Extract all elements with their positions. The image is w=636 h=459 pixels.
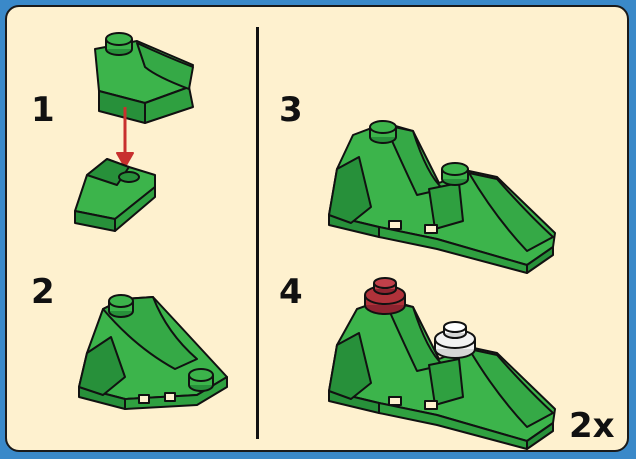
step-number-1: 1 <box>31 93 55 127</box>
step1-wedge-plate <box>75 159 155 231</box>
red-round-plate <box>365 278 405 314</box>
white-round-plate <box>435 322 475 358</box>
step-number-3: 3 <box>279 93 303 127</box>
step4-assembly <box>329 299 555 449</box>
step1-slope-brick <box>95 33 193 123</box>
step2-assembly <box>79 295 227 409</box>
instruction-panel: 1 2 3 4 2x <box>5 5 629 452</box>
step-number-4: 4 <box>279 275 303 309</box>
instruction-artwork <box>7 7 629 452</box>
step3-assembly <box>329 121 555 273</box>
step-number-2: 2 <box>31 275 55 309</box>
step-divider <box>256 27 259 439</box>
quantity-label: 2x <box>569 409 615 443</box>
